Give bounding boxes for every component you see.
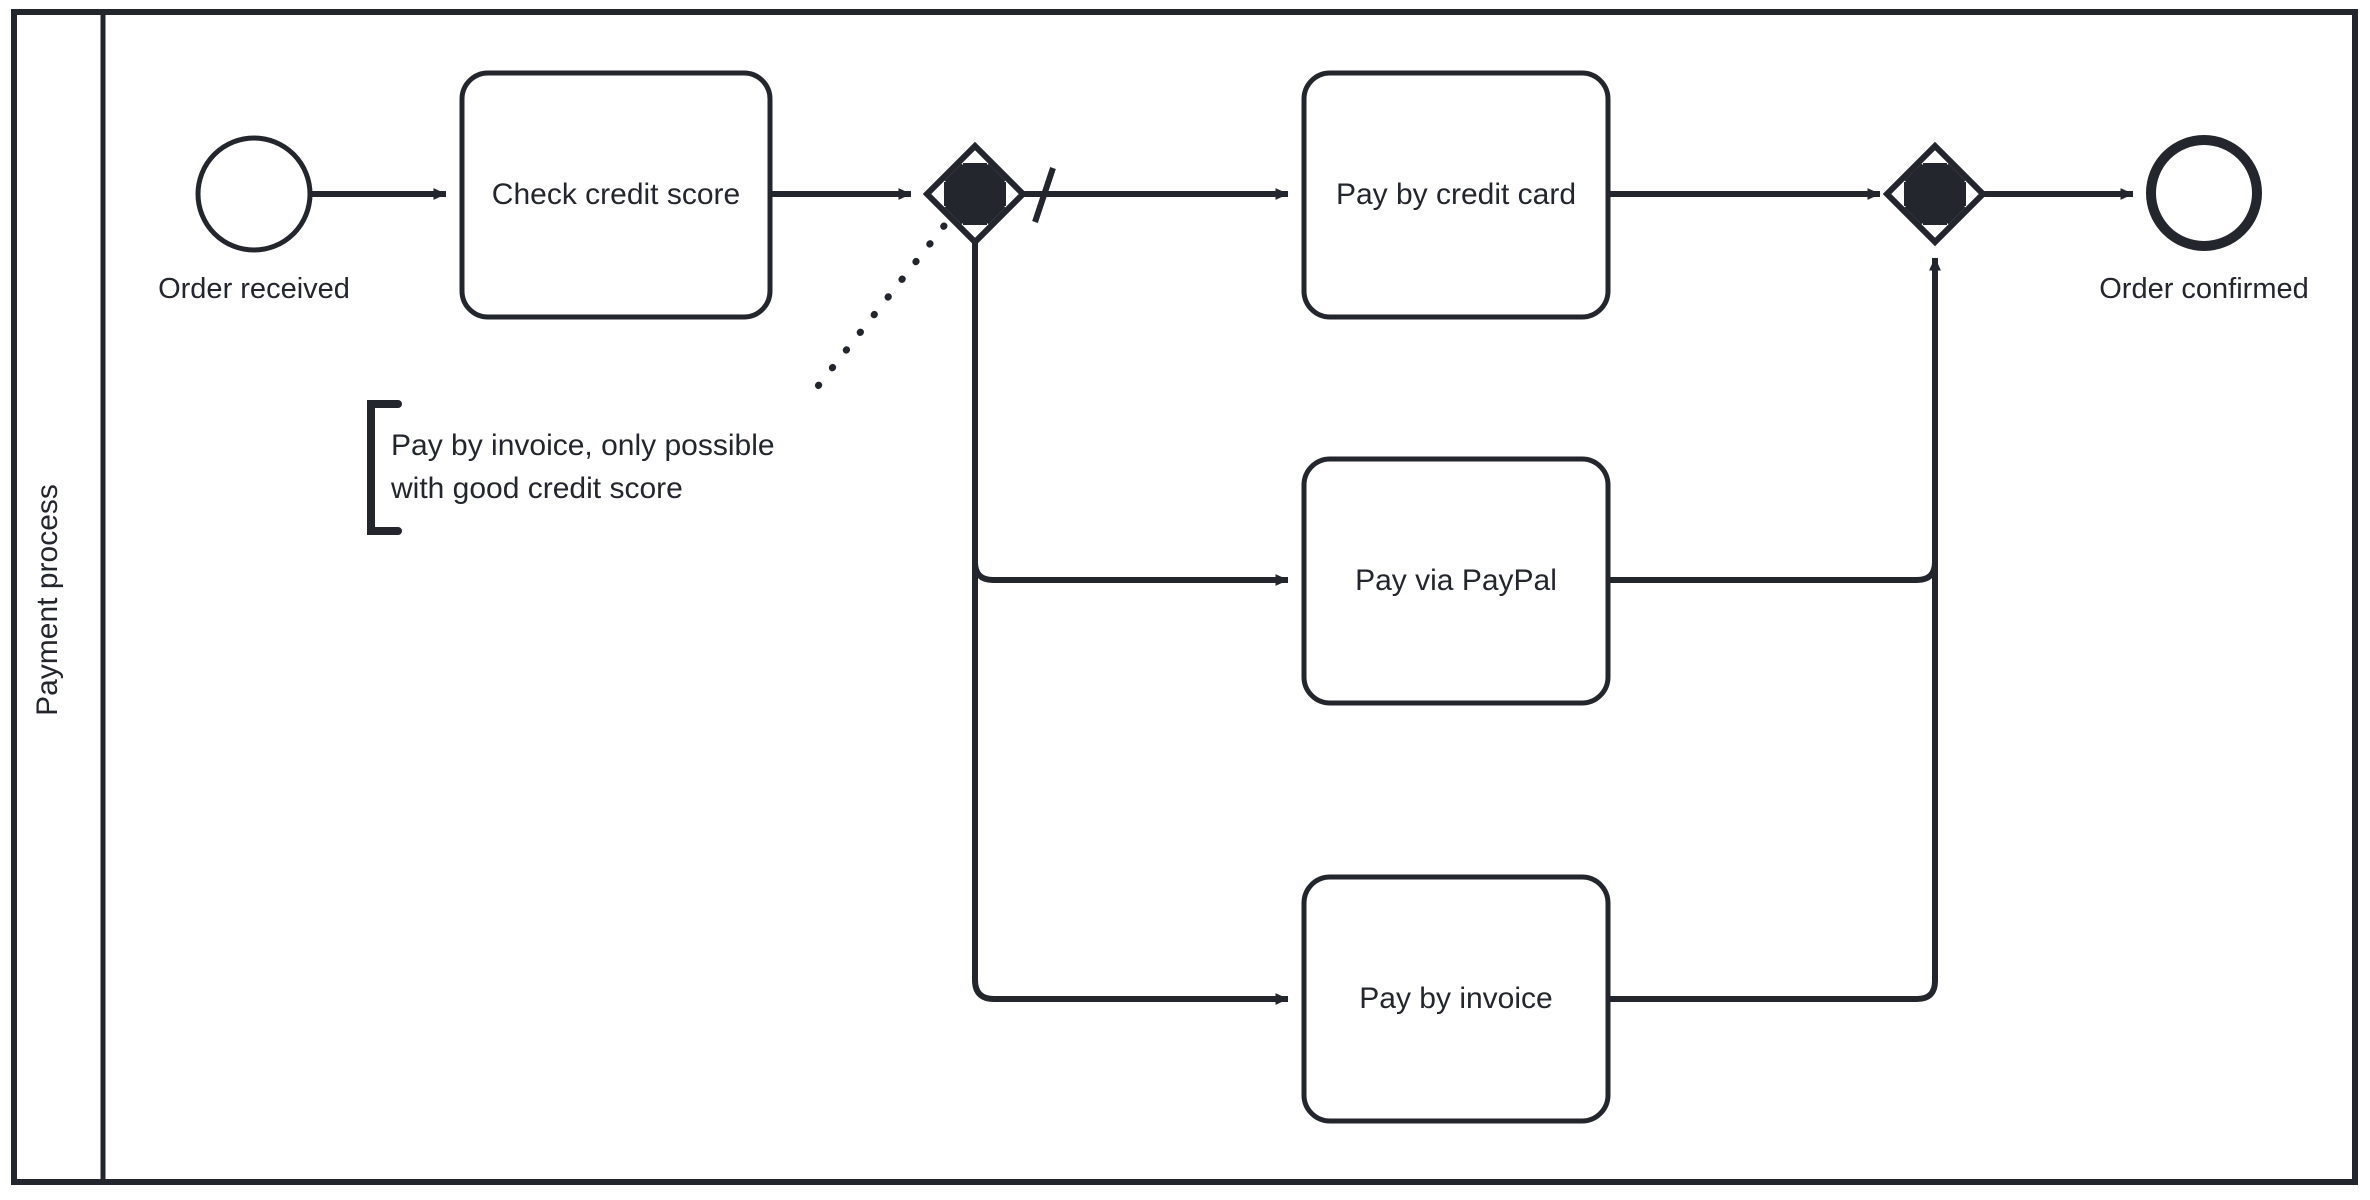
default-flow-marker [1032, 167, 1056, 223]
task-pay-via-paypal-shape[interactable] [1301, 456, 1611, 706]
task-pay-by-invoice-label: Pay by invoice [1359, 982, 1553, 1015]
end-event-circle[interactable] [2146, 135, 2262, 251]
task-pay-by-credit-card-shape[interactable] [1301, 70, 1611, 320]
end-event-label: Order confirmed [2099, 273, 2309, 305]
asterisk-icon [1904, 163, 1966, 225]
flow-pay-by-invoice-to-gateway-join [1608, 257, 1941, 1002]
gateway-split-shape[interactable] [922, 141, 1028, 247]
text-annotation-invoice-note: Pay by invoice, only possible with good … [391, 429, 775, 505]
pool-frame [11, 9, 2358, 1185]
flow-gateway-split-to-pay-by-invoice [972, 242, 1289, 1005]
task-check-credit-score-label: Check credit score [491, 178, 741, 211]
annotation-bracket [367, 400, 402, 535]
sequence-flows [312, 167, 2134, 1005]
gateway-join-shape[interactable] [1882, 141, 1988, 247]
pool-title: Payment process [31, 484, 64, 716]
task-pay-via-paypal-label: Pay via PayPal [1355, 564, 1557, 597]
association-connector [803, 222, 948, 404]
start-event-circle[interactable] [195, 135, 313, 253]
task-check-credit-score-shape[interactable] [459, 70, 773, 320]
asterisk-icon [944, 163, 1006, 225]
task-pay-by-credit-card-label: Pay by credit card [1335, 178, 1577, 211]
start-event-label: Order received [158, 273, 350, 305]
task-pay-by-invoice-shape[interactable] [1301, 874, 1611, 1124]
